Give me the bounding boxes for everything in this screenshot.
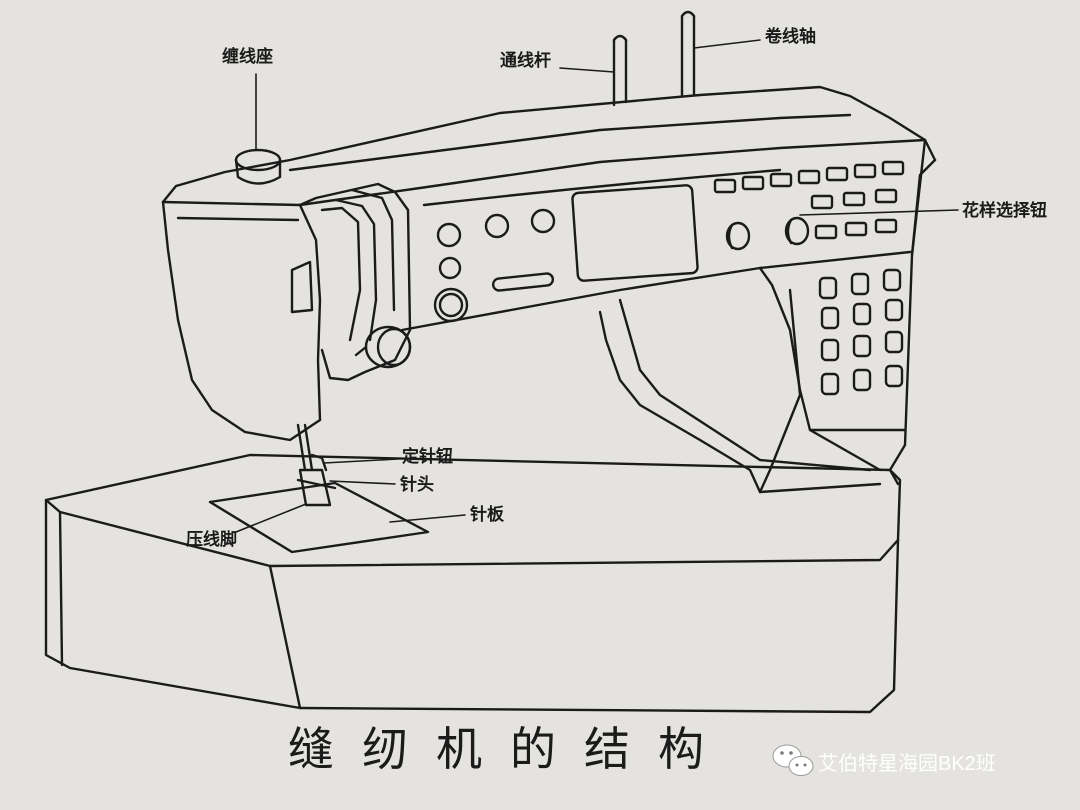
bobbin-winder-spindle bbox=[680, 10, 696, 98]
label-thread-guide: 通线杆 bbox=[500, 50, 551, 71]
machine-bed bbox=[44, 453, 902, 714]
thread-cover bbox=[290, 182, 412, 382]
watermark-text: 艾伯特星海园BK2班 bbox=[818, 752, 996, 775]
label-spool-seat: 缠线座 bbox=[222, 46, 273, 67]
wechat-icon bbox=[772, 744, 814, 776]
label-bobbin-winder: 卷线轴 bbox=[764, 26, 816, 47]
label-needle-plate: 针板 bbox=[470, 504, 505, 525]
thread-guide-rod bbox=[612, 34, 628, 107]
display-screen bbox=[571, 184, 699, 282]
label-needle-head: 针头 bbox=[400, 474, 434, 495]
pattern-selection-buttons bbox=[713, 160, 905, 240]
label-presser-foot: 压线脚 bbox=[186, 529, 237, 550]
needle-plate bbox=[208, 481, 430, 554]
machine-arm bbox=[161, 85, 937, 494]
diagram-title: 缝纫机的结构 bbox=[288, 722, 732, 776]
watermark: 艾伯特星海园BK2班 bbox=[772, 744, 996, 776]
head-knob bbox=[354, 325, 412, 369]
label-needle-stop: 定针钮 bbox=[402, 446, 453, 467]
label-pattern-buttons: 花样选择钮 bbox=[962, 200, 1047, 221]
side-keypad bbox=[818, 268, 904, 396]
spool-seat bbox=[234, 148, 282, 185]
needle-assembly bbox=[296, 423, 337, 507]
label-leader-lines bbox=[235, 39, 959, 533]
control-panel bbox=[422, 168, 810, 323]
